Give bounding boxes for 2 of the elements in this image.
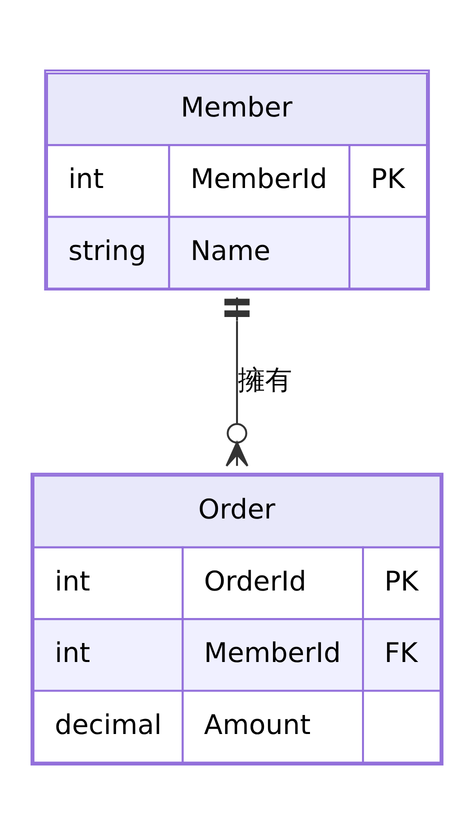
connector [224,296,250,466]
edge-label: 擁有 [238,364,292,396]
